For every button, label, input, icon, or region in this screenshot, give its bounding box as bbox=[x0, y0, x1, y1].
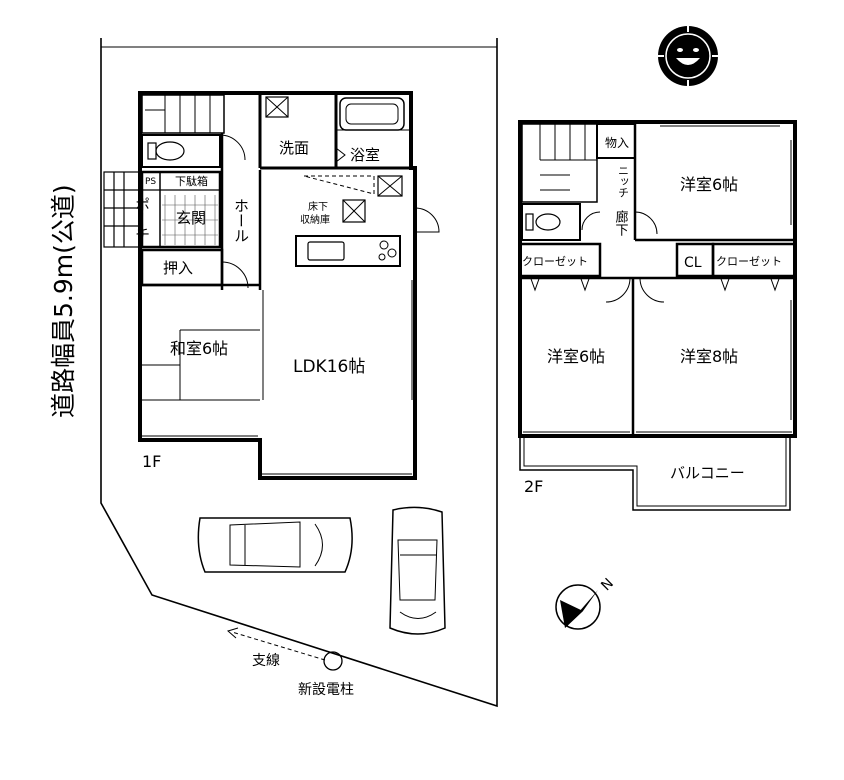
guy-wire-label: 支線 bbox=[252, 653, 280, 669]
north-arrow-icon bbox=[555, 584, 601, 630]
road-width-label: 道路幅員5.9m(公道) bbox=[49, 184, 78, 418]
ps-label: PS bbox=[145, 177, 156, 187]
floor-2-labels: 物入 ニッチ 廊下 洋室6帖 クローゼット CL クローゼット 洋室6帖 洋室8… bbox=[522, 136, 782, 496]
closet-right-label: クローゼット bbox=[716, 255, 782, 268]
hall-label: ホール bbox=[232, 198, 250, 243]
car-icon bbox=[197, 517, 353, 573]
western-room-se-label: 洋室8帖 bbox=[680, 347, 738, 366]
japanese-room-label: 和室6帖 bbox=[170, 339, 228, 358]
western-room-sw-label: 洋室6帖 bbox=[547, 347, 605, 366]
porch-label: ポーチ bbox=[133, 197, 151, 242]
oshiire-label: 押入 bbox=[163, 259, 193, 277]
sun-face-icon bbox=[658, 26, 718, 86]
entrance-label: 玄関 bbox=[176, 209, 206, 227]
corridor-label: 廊下 bbox=[613, 209, 629, 236]
floor-1 bbox=[103, 91, 440, 480]
shoe-cabinet-label: 下駄箱 bbox=[175, 174, 208, 188]
balcony-label: バルコニー bbox=[670, 464, 745, 482]
western-room-ne-label: 洋室6帖 bbox=[680, 175, 738, 194]
bathroom-label: 浴室 bbox=[350, 146, 380, 164]
site-boundary bbox=[100, 38, 498, 708]
niche-label: ニッチ bbox=[617, 165, 630, 198]
closet-left-label: クローゼット bbox=[522, 255, 588, 268]
floor-2 bbox=[518, 120, 797, 511]
guy-wire bbox=[226, 627, 326, 661]
ldk-label: LDK16帖 bbox=[293, 357, 365, 377]
pole-icon bbox=[323, 651, 343, 671]
car-icon bbox=[389, 506, 446, 635]
storage-label: 物入 bbox=[605, 136, 629, 150]
washroom-label: 洗面 bbox=[279, 139, 309, 157]
underfloor-storage-label: 床下収納庫 bbox=[300, 200, 330, 226]
cl-label: CL bbox=[684, 255, 702, 271]
floor-1-label: 1F bbox=[142, 452, 161, 471]
north-label: N bbox=[598, 575, 617, 594]
new-pole-label: 新設電柱 bbox=[298, 682, 354, 698]
floor-2-label: 2F bbox=[524, 477, 543, 496]
floor-1-labels: 洗面 浴室 PS 下駄箱 ポーチ 玄関 ホール 床下収納庫 押入 和室6帖 LD… bbox=[133, 139, 380, 471]
